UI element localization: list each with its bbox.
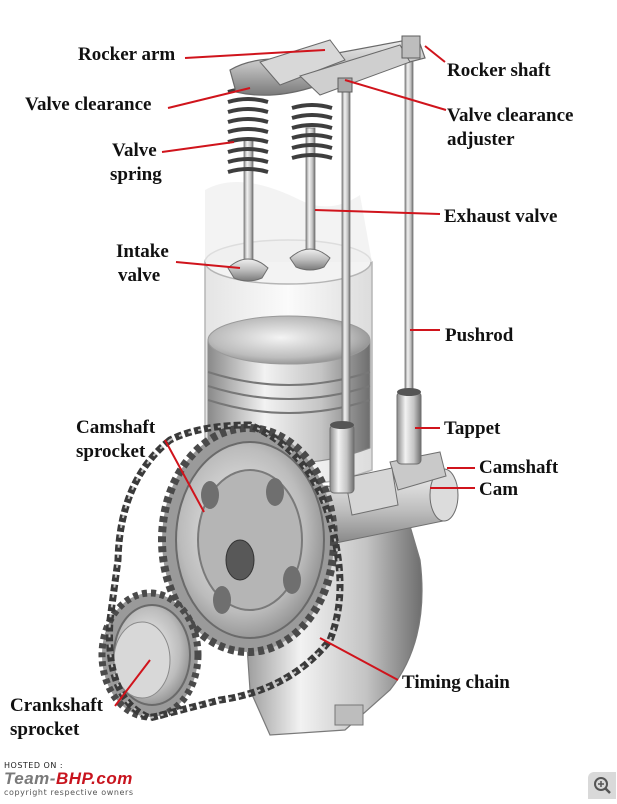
timing-chain xyxy=(106,421,344,722)
label-timing-chain: Timing chain xyxy=(402,672,510,693)
label-exhaust-valve: Exhaust valve xyxy=(444,206,558,227)
crankshaft-sprocket-wheel xyxy=(98,589,202,721)
label-camshaft: Camshaft xyxy=(479,457,559,478)
label-tappet: Tappet xyxy=(444,418,501,439)
pushrod-assembly xyxy=(329,59,422,494)
valves xyxy=(227,127,331,282)
label-rocker-arm: Rocker arm xyxy=(78,44,176,65)
label-intake-valve-line1: Intake xyxy=(116,241,169,262)
leader-lines xyxy=(114,45,475,707)
label-valve-clearance: Valve clearance xyxy=(25,94,152,115)
label-crankshaft-sprocket-line2: sprocket xyxy=(10,719,80,740)
camshaft-sprocket-wheel xyxy=(158,424,338,656)
watermark-hosted-on: HOSTED ON : xyxy=(4,761,64,770)
label-valve-spring-line2: spring xyxy=(110,164,162,185)
label-valve-spring-line1: Valve xyxy=(112,140,157,161)
watermark-brand-part2: BHP.com xyxy=(55,769,133,788)
label-cam: Cam xyxy=(479,479,519,500)
watermark-copyright: copyright respective owners xyxy=(4,788,134,797)
valve-springs xyxy=(227,87,333,174)
watermark-brand-part1: Team- xyxy=(4,769,56,788)
label-crankshaft-sprocket-line1: Crankshaft xyxy=(10,695,103,716)
watermark-brand[interactable]: Team-BHP.com xyxy=(4,769,133,789)
label-camshaft-sprocket-line1: Camshaft xyxy=(76,417,156,438)
label-valve-clearance-adjuster-line1: Valve clearance xyxy=(447,105,574,126)
label-camshaft-sprocket-line2: sprocket xyxy=(76,441,146,462)
zoom-button[interactable] xyxy=(588,772,616,799)
rocker-assembly xyxy=(229,35,426,96)
label-pushrod: Pushrod xyxy=(445,325,514,346)
label-valve-clearance-adjuster-line2: adjuster xyxy=(447,129,515,150)
zoom-in-icon xyxy=(594,777,611,794)
label-intake-valve-line2: valve xyxy=(118,265,161,286)
label-rocker-shaft: Rocker shaft xyxy=(447,60,551,81)
